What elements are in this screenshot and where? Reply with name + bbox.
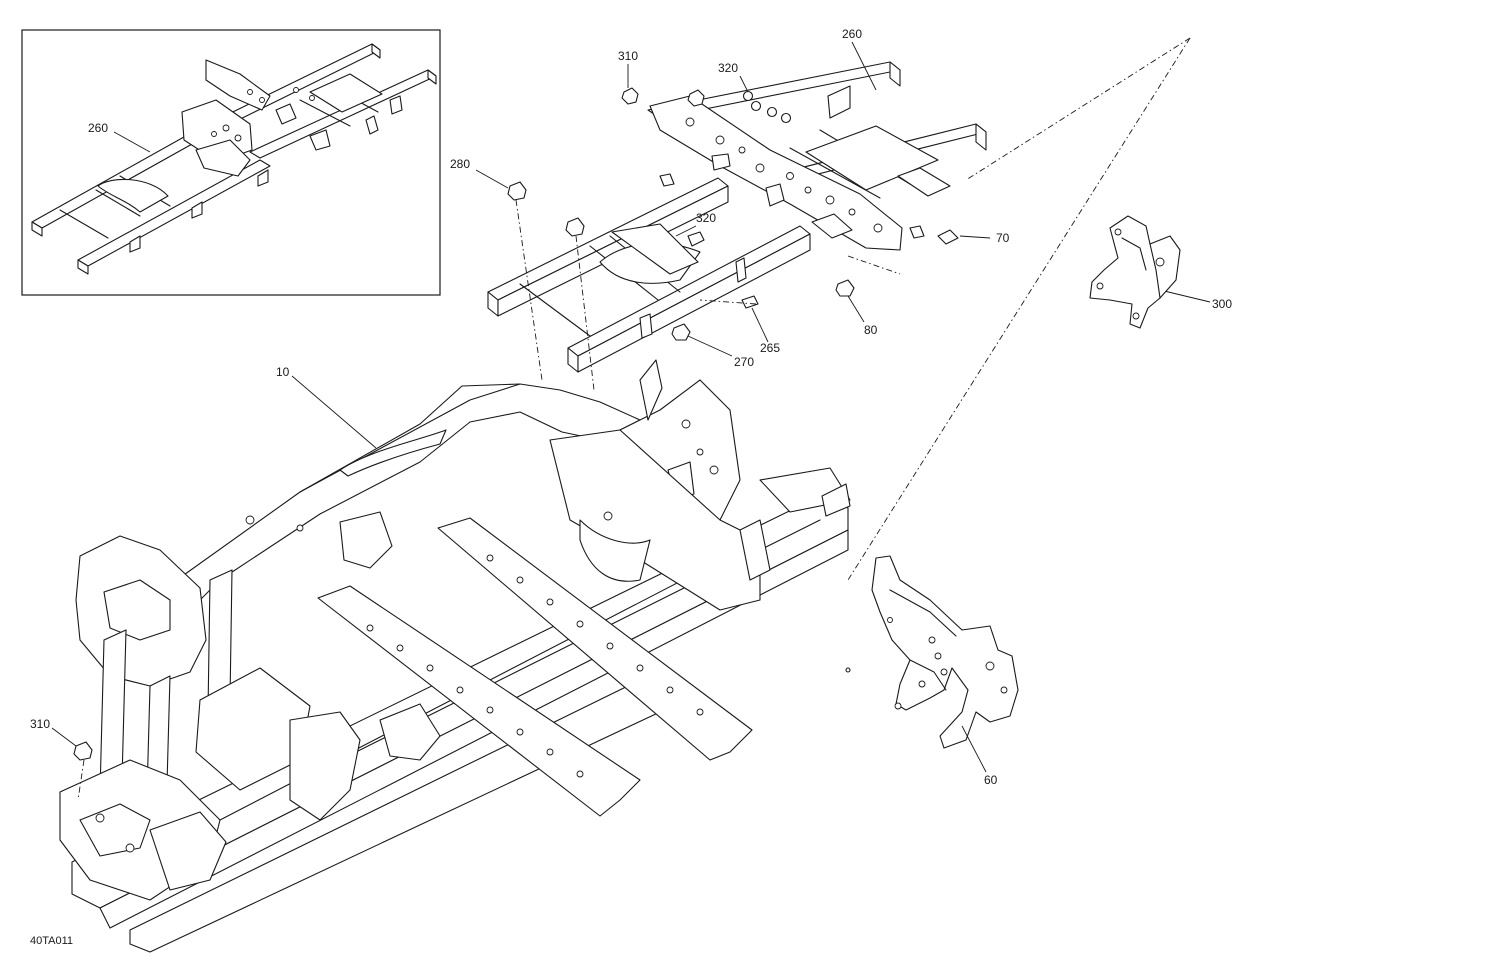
nut-320-d-icon <box>766 106 778 118</box>
callout-70: 70 <box>996 231 1010 245</box>
leader-260-inset <box>113 131 151 153</box>
bracket-60-drawing <box>871 555 1019 749</box>
bolt-70-icon <box>937 229 959 245</box>
callout-280: 280 <box>450 157 470 171</box>
main-frame-10-drawing <box>59 359 851 953</box>
washer-misc-icon <box>845 667 851 673</box>
callout-265: 265 <box>760 341 780 355</box>
leaders-top <box>475 41 1211 357</box>
callout-320-top: 320 <box>718 61 738 75</box>
callout-80: 80 <box>864 323 878 337</box>
callout-60: 60 <box>984 773 998 787</box>
leader-310-bottom <box>51 727 77 747</box>
nut-280-icon <box>507 181 527 201</box>
nut-270-icon <box>671 323 691 341</box>
nut-280-b-icon <box>565 217 585 237</box>
callout-270: 270 <box>734 355 754 369</box>
callout-320-mid: 320 <box>696 211 716 225</box>
hardware-top <box>507 87 959 341</box>
inset-panel: 260 <box>21 29 441 296</box>
nut-320-a-icon <box>687 89 705 107</box>
nut-70-b-icon <box>909 225 925 239</box>
nut-side-icon <box>659 173 675 187</box>
guide-lines <box>515 37 1191 581</box>
inset-subframe-drawing <box>31 43 437 275</box>
callout-260-top: 260 <box>842 27 862 41</box>
callout-260-inset: 260 <box>88 121 108 135</box>
callout-310-top: 310 <box>618 49 638 63</box>
leader-10 <box>291 375 377 449</box>
callout-10: 10 <box>276 365 290 379</box>
nut-310-bottom-icon <box>73 741 93 761</box>
bolt-265-icon <box>741 295 759 309</box>
subframe-260-drawing <box>487 61 987 373</box>
leader-60 <box>961 725 987 773</box>
nut-310-top-icon <box>621 87 639 105</box>
nut-320-c-icon <box>750 100 762 112</box>
nut-80-icon <box>835 279 855 297</box>
callout-310-bottom: 310 <box>30 717 50 731</box>
nut-320-e-icon <box>780 112 792 124</box>
nut-320-b-icon <box>742 90 754 102</box>
callout-300: 300 <box>1212 297 1232 311</box>
bracket-300-drawing <box>1089 215 1181 329</box>
bolt-320-mid-icon <box>687 231 705 247</box>
figure-code: 40TA011 <box>30 935 73 947</box>
